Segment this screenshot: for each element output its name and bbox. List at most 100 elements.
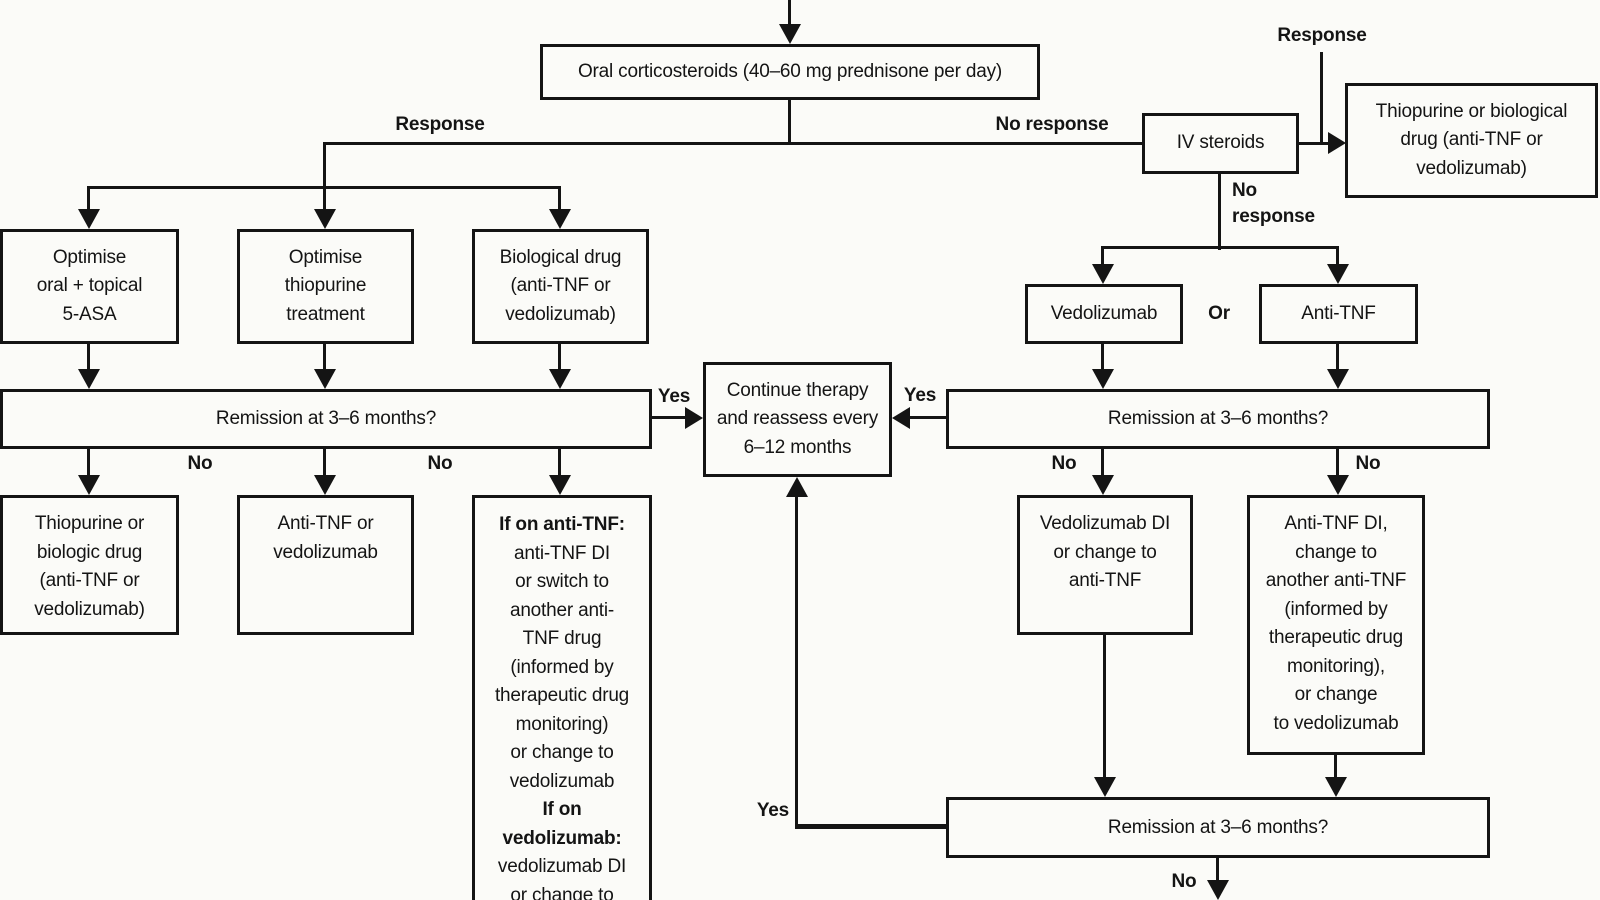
- vedolizumab-text: Vedolizumab: [1050, 302, 1158, 324]
- label-yes-bottom: Yes: [756, 800, 789, 821]
- label-no-below-right-2: No: [1355, 453, 1381, 474]
- arrowhead-yes-into-continue: [685, 407, 703, 429]
- box-remission-left: Remission at 3–6 months?: [0, 389, 652, 449]
- vedolizumab-di-text: Vedolizumab DI or change to anti-TNF: [1039, 513, 1171, 591]
- box-remission-right: Remission at 3–6 months?: [946, 389, 1490, 449]
- arrowhead-yes-right-into-continue: [892, 407, 910, 429]
- remission-left-text: Remission at 3–6 months?: [215, 408, 437, 429]
- box-continue-therapy: Continue therapy and reassess every 6–12…: [703, 362, 892, 477]
- thiopurine-biological-text: Thiopurine or biological drug (anti-TNF …: [1375, 100, 1568, 179]
- arrowhead-into-biological: [549, 209, 571, 229]
- line-no-bottom: [1216, 858, 1219, 884]
- if-on-vedolizumab-body: vedolizumab DI or change to: [497, 856, 627, 900]
- box-anti-tnf: Anti-TNF: [1259, 284, 1418, 344]
- line-right-split-horizontal: [1101, 246, 1339, 249]
- label-no-below-left-1: No: [187, 453, 213, 474]
- label-yes-right: Yes: [903, 385, 937, 406]
- line-left-corner-down: [323, 142, 326, 189]
- box-thiopurine-biological: Thiopurine or biological drug (anti-TNF …: [1345, 83, 1598, 198]
- label-response-right: Response: [1277, 25, 1367, 46]
- box-vedolizumab-di: Vedolizumab DI or change to anti-TNF: [1017, 495, 1193, 635]
- arrowhead-no-left-1: [78, 475, 100, 495]
- arrowhead-bottom-bar-1: [1094, 777, 1116, 797]
- line-5asa-to-bar: [87, 344, 90, 372]
- if-on-anti-tnf-heading: If on anti-TNF:: [499, 514, 625, 535]
- line-yes-left: [652, 416, 688, 419]
- oral-corticosteroids-text: Oral corticosteroids (40–60 mg prednison…: [577, 60, 1003, 82]
- arrowhead-up-into-continue: [786, 477, 808, 497]
- label-no-response-iv: No response: [1232, 180, 1315, 227]
- iv-steroids-text: IV steroids: [1176, 132, 1265, 154]
- line-thiopurine-to-bar: [323, 344, 326, 372]
- remission-bottom-text: Remission at 3–6 months?: [1107, 816, 1329, 838]
- line-response-horizontal: [325, 142, 1143, 145]
- arrowhead-into-thiopurine: [314, 209, 336, 229]
- label-no-response-top: No response: [995, 114, 1109, 135]
- line-stem-5asa: [87, 186, 90, 212]
- continue-therapy-text: Continue therapy and reassess every 6–12…: [716, 379, 879, 458]
- box-if-on-anti-tnf: If on anti-TNF: anti-TNF DI or switch to…: [472, 495, 652, 900]
- arrowhead-into-oral-steroids: [779, 24, 801, 44]
- box-remission-bottom: Remission at 3–6 months?: [946, 797, 1490, 858]
- arrowhead-into-vedolizumab: [1092, 264, 1114, 284]
- arrowhead-bar-right-1: [1092, 369, 1114, 389]
- box-optimise-thiopurine: Optimise thiopurine treatment: [237, 229, 414, 344]
- optimise-5asa-text: Optimise oral + topical 5-ASA: [36, 246, 143, 325]
- biological-drug-text: Biological drug (anti-TNF or vedolizumab…: [499, 246, 622, 325]
- arrowhead-bar-right-2: [1327, 369, 1349, 389]
- line-top-stem: [788, 0, 791, 26]
- box-vedolizumab: Vedolizumab: [1025, 284, 1183, 344]
- remission-right-text: Remission at 3–6 months?: [1107, 408, 1329, 429]
- box-optimise-5asa: Optimise oral + topical 5-ASA: [0, 229, 179, 344]
- thiopurine-biologic-text: Thiopurine or biologic drug (anti-TNF or…: [34, 513, 145, 620]
- line-iv-down: [1218, 174, 1221, 250]
- line-vedolizumab-to-bar: [1101, 344, 1104, 371]
- arrowhead-no-right-1: [1092, 475, 1114, 495]
- line-anti-tnf-to-bar: [1336, 344, 1339, 371]
- box-anti-tnf-di: Anti-TNF DI, change to another anti-TNF …: [1247, 495, 1425, 755]
- label-yes-left: Yes: [657, 386, 691, 407]
- line-no-left-1: [87, 449, 90, 477]
- box-iv-steroids: IV steroids: [1142, 113, 1299, 174]
- arrowhead-into-thiopurine-biological: [1328, 132, 1346, 154]
- arrowhead-no-right-2: [1327, 475, 1349, 495]
- anti-tnf-di-text: Anti-TNF DI, change to another anti-TNF …: [1265, 513, 1407, 734]
- anti-tnf-text: Anti-TNF: [1301, 302, 1376, 324]
- line-stem-thiopurine: [323, 186, 326, 212]
- arrowhead-no-left-3: [549, 475, 571, 495]
- anti-tnf-or-vedolizumab-text: Anti-TNF or vedolizumab: [273, 513, 378, 563]
- line-stem-biological: [558, 186, 561, 212]
- arrowhead-no-bottom: [1207, 880, 1229, 900]
- line-yes-bottom-horizontal: [795, 824, 946, 829]
- label-no-bottom: No: [1171, 871, 1197, 892]
- line-no-left-3: [558, 449, 561, 477]
- line-iv-to-thiopurine-box: [1299, 142, 1333, 145]
- line-stem-anti-tnf: [1336, 246, 1339, 266]
- if-on-anti-tnf-body: anti-TNF DI or switch to another anti- T…: [494, 542, 630, 792]
- label-no-below-left-2: No: [427, 453, 453, 474]
- box-anti-tnf-or-vedolizumab: Anti-TNF or vedolizumab: [237, 495, 414, 635]
- line-no-right-1: [1101, 449, 1104, 477]
- line-oral-down: [788, 100, 791, 145]
- label-response-left: Response: [395, 114, 485, 135]
- arrowhead-no-left-2: [314, 475, 336, 495]
- box-biological-drug: Biological drug (anti-TNF or vedolizumab…: [472, 229, 649, 344]
- line-response-leader: [1320, 52, 1323, 142]
- optimise-thiopurine-text: Optimise thiopurine treatment: [284, 246, 367, 325]
- line-tnf-di-to-bottom-bar: [1334, 755, 1337, 779]
- box-thiopurine-biologic: Thiopurine or biologic drug (anti-TNF or…: [0, 495, 179, 635]
- line-biological-to-bar: [558, 344, 561, 372]
- line-stem-vedolizumab: [1101, 246, 1104, 266]
- arrowhead-bar-left-1: [78, 369, 100, 389]
- line-yes-bottom-vertical: [795, 495, 798, 827]
- arrowhead-bar-left-3: [549, 369, 571, 389]
- box-oral-corticosteroids: Oral corticosteroids (40–60 mg prednison…: [540, 44, 1040, 100]
- line-vedo-di-to-bottom-bar: [1103, 635, 1106, 779]
- line-no-left-2: [323, 449, 326, 477]
- line-no-right-2: [1336, 449, 1339, 477]
- arrowhead-into-anti-tnf: [1327, 264, 1349, 284]
- line-yes-right: [910, 416, 946, 419]
- arrowhead-bar-left-2: [314, 369, 336, 389]
- label-no-below-right-1: No: [1051, 453, 1077, 474]
